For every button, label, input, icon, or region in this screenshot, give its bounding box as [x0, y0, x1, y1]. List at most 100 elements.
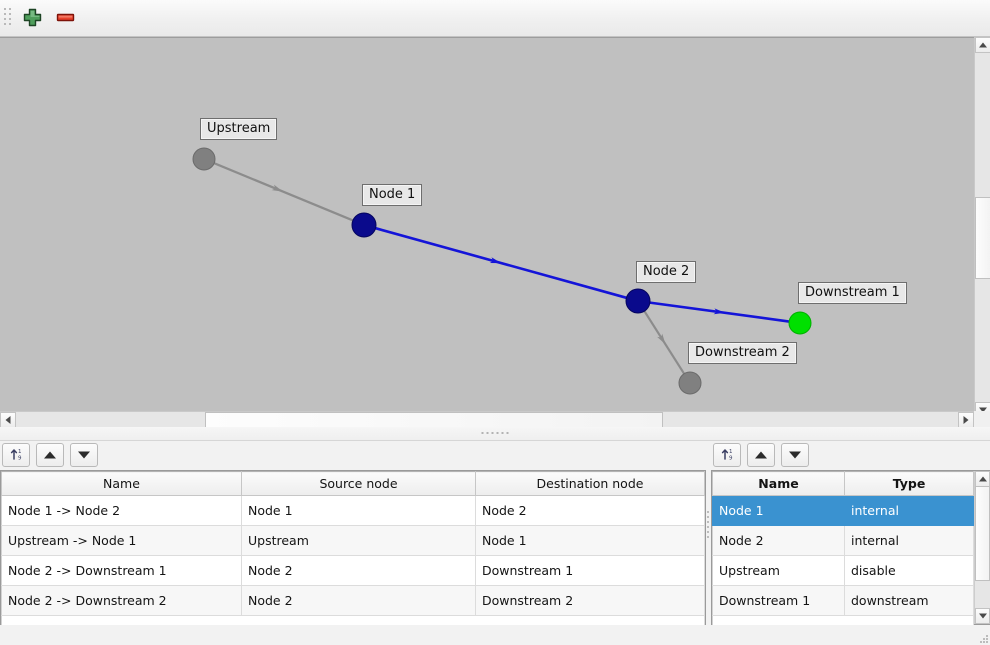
- nodes-pane: 1 9 Name Type: [707, 441, 990, 636]
- minus-icon: [56, 13, 75, 22]
- nodes-vertical-scrollbar[interactable]: [974, 471, 990, 624]
- edge-arrowhead-node1-node2: [489, 257, 502, 264]
- links-cell-destination[interactable]: Downstream 2: [475, 585, 705, 616]
- edge-arrowhead-node2-downstream1: [713, 308, 725, 315]
- main-toolbar: [0, 0, 990, 37]
- graph-node-downstream2[interactable]: [678, 371, 702, 395]
- nodes-header-row: Name Type: [712, 471, 974, 496]
- scroll-up-button[interactable]: [975, 37, 990, 53]
- links-cell-name[interactable]: Node 2 -> Downstream 2: [1, 585, 242, 616]
- canvas-horizontal-scrollbar[interactable]: [0, 411, 974, 428]
- canvas-vertical-scrollbar[interactable]: [974, 37, 990, 418]
- triangle-up-icon: [755, 451, 767, 459]
- nodes-cell-type[interactable]: downstream: [844, 585, 974, 616]
- chevron-down-icon: [978, 613, 987, 619]
- links-cell-destination[interactable]: Node 2: [475, 495, 705, 526]
- nodes-move-up-button[interactable]: [747, 443, 775, 467]
- links-header-row: Name Source node Destination node: [1, 471, 705, 496]
- svg-text:1: 1: [729, 449, 733, 455]
- toolbar-drag-handle[interactable]: [4, 8, 11, 29]
- edge-arrowhead-node2-downstream2: [657, 333, 666, 345]
- nodes-cell-type[interactable]: internal: [844, 495, 974, 526]
- links-cell-source[interactable]: Node 1: [241, 495, 476, 526]
- node-label-upstream[interactable]: Upstream: [200, 118, 278, 140]
- hscroll-thumb[interactable]: [205, 412, 663, 428]
- chevron-left-icon: [5, 416, 11, 424]
- nodes-cell-name[interactable]: Downstream 1: [712, 585, 845, 616]
- nodes-vscroll-thumb[interactable]: [975, 486, 990, 581]
- triangle-down-icon: [789, 451, 801, 459]
- nodes-col-type[interactable]: Type: [844, 471, 974, 496]
- links-cell-source[interactable]: Node 2: [241, 555, 476, 586]
- node-label-downstream1[interactable]: Downstream 1: [798, 282, 907, 304]
- sort-ascending-icon: 1 9: [721, 449, 733, 461]
- links-move-up-button[interactable]: [36, 443, 64, 467]
- links-cell-name[interactable]: Node 1 -> Node 2: [1, 495, 242, 526]
- nodes-scroll-up-button[interactable]: [975, 471, 990, 487]
- links-col-name[interactable]: Name: [1, 471, 242, 496]
- nodes-scroll-down-button[interactable]: [975, 608, 990, 624]
- links-cell-source[interactable]: Node 2: [241, 585, 476, 616]
- links-toolbar: 1 9: [0, 441, 706, 470]
- nodes-col-name[interactable]: Name: [712, 471, 845, 496]
- window-resize-grip[interactable]: [979, 634, 988, 643]
- plus-icon: [23, 8, 42, 27]
- nodes-pane-grip[interactable]: [707, 511, 711, 538]
- add-node-button[interactable]: [15, 5, 42, 32]
- delete-node-button[interactable]: [48, 5, 75, 32]
- node-label-node1[interactable]: Node 1: [362, 184, 423, 206]
- window-footer: [0, 625, 990, 645]
- chevron-up-icon: [978, 476, 987, 482]
- nodes-cell-name[interactable]: Upstream: [712, 555, 845, 586]
- links-cell-destination[interactable]: Downstream 1: [475, 555, 705, 586]
- links-pane: 1 9 Name Source node Destination node: [0, 441, 706, 636]
- links-col-source[interactable]: Source node: [241, 471, 476, 496]
- links-col-destination[interactable]: Destination node: [475, 471, 705, 496]
- graph-node-node2[interactable]: [625, 288, 651, 314]
- edge-upstream-node1[interactable]: [212, 161, 355, 222]
- links-move-down-button[interactable]: [70, 443, 98, 467]
- graph-node-downstream1[interactable]: [788, 311, 812, 335]
- scroll-left-button[interactable]: [0, 412, 16, 428]
- graph-node-upstream[interactable]: [192, 147, 216, 171]
- nodes-cell-type[interactable]: disable: [844, 555, 974, 586]
- links-cell-source[interactable]: Upstream: [241, 525, 476, 556]
- triangle-down-icon: [78, 451, 90, 459]
- splitter-grip: [481, 432, 509, 434]
- node-label-node2[interactable]: Node 2: [636, 261, 697, 283]
- nodes-cell-name[interactable]: Node 1: [712, 495, 845, 526]
- node-label-downstream2[interactable]: Downstream 2: [688, 342, 797, 364]
- vscroll-thumb[interactable]: [975, 197, 990, 279]
- nodes-sort-button[interactable]: 1 9: [713, 443, 741, 467]
- nodes-cell-name[interactable]: Node 2: [712, 525, 845, 556]
- graph-node-node1[interactable]: [351, 212, 377, 238]
- svg-text:1: 1: [18, 449, 22, 455]
- links-cell-name[interactable]: Node 2 -> Downstream 1: [1, 555, 242, 586]
- links-sort-button[interactable]: 1 9: [2, 443, 30, 467]
- scroll-right-button[interactable]: [958, 412, 974, 428]
- svg-text:9: 9: [729, 455, 733, 461]
- links-table: Name Source node Destination node Node 1…: [1, 471, 705, 636]
- horizontal-splitter[interactable]: [0, 427, 990, 441]
- nodes-move-down-button[interactable]: [781, 443, 809, 467]
- edge-arrowhead-upstream-node1: [271, 184, 283, 192]
- links-cell-destination[interactable]: Node 1: [475, 525, 705, 556]
- nodes-cell-type[interactable]: internal: [844, 525, 974, 556]
- chevron-up-icon: [979, 42, 987, 48]
- triangle-up-icon: [44, 451, 56, 459]
- links-cell-name[interactable]: Upstream -> Node 1: [1, 525, 242, 556]
